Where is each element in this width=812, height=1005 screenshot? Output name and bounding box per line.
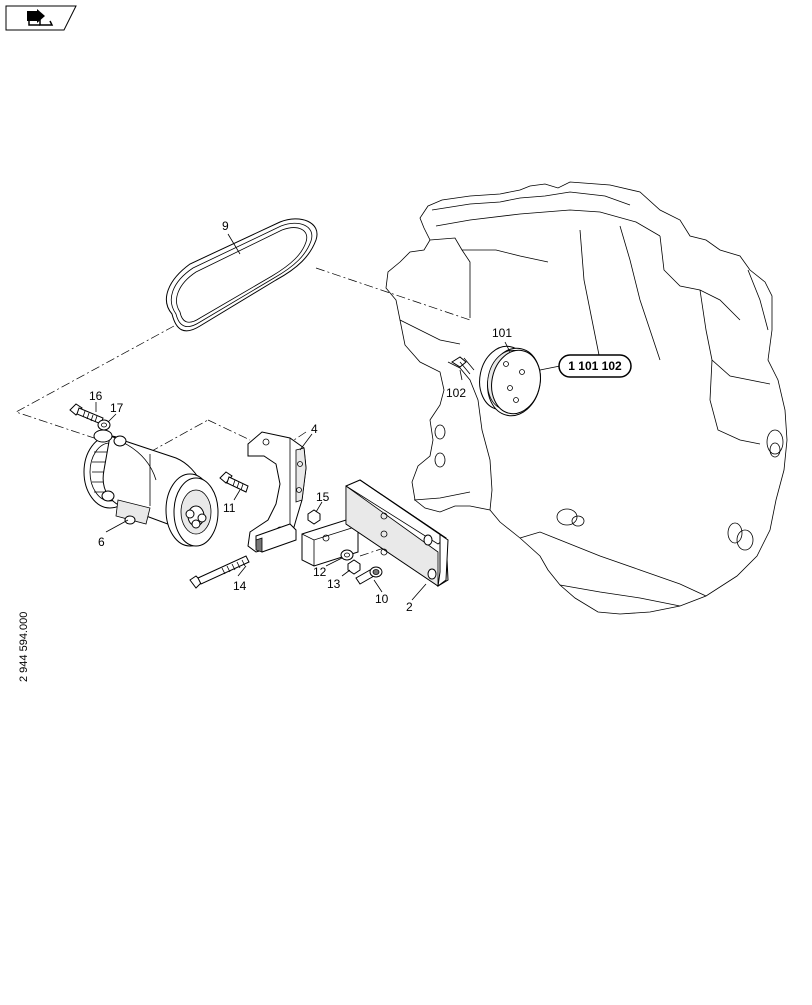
bolt-14 — [189, 555, 250, 589]
ac-compressor — [83, 429, 219, 547]
washer-12 — [340, 549, 354, 561]
drive-belt — [165, 218, 318, 332]
bolt-11 — [219, 471, 249, 493]
reference-link[interactable]: 1 101 102 — [558, 354, 632, 378]
callout-13: 13 — [327, 577, 341, 591]
callouts: 9 16 17 4 6 11 15 14 12 13 10 2 101 102 — [89, 219, 512, 614]
callout-2: 2 — [406, 600, 413, 614]
drawing-number: 2 944 594.000 — [18, 612, 30, 682]
bolt-102 — [451, 356, 475, 375]
callout-14: 14 — [233, 579, 247, 593]
callout-15: 15 — [316, 490, 330, 504]
bolt-16 — [69, 403, 104, 425]
nut-15 — [307, 509, 321, 525]
callout-16: 16 — [89, 389, 103, 403]
callout-10: 10 — [375, 592, 389, 606]
callout-11: 11 — [223, 501, 236, 515]
crankshaft-pulley — [479, 345, 541, 417]
nut-13 — [347, 559, 361, 575]
screw-10 — [355, 566, 383, 585]
arrow-into-folder-icon — [27, 9, 54, 26]
callout-9: 9 — [222, 219, 229, 233]
callout-12: 12 — [313, 565, 327, 579]
callout-101: 101 — [492, 326, 512, 340]
mounting-plate — [345, 479, 449, 588]
nav-button[interactable] — [5, 5, 77, 31]
callout-6: 6 — [98, 535, 105, 549]
callout-4: 4 — [311, 422, 318, 436]
washer-17 — [97, 419, 111, 431]
callout-17: 17 — [110, 401, 124, 415]
engine-block — [385, 181, 788, 615]
mounting-bracket — [247, 431, 307, 553]
reference-label: 1 101 102 — [568, 359, 622, 373]
leader-lines — [95, 233, 561, 601]
callout-102: 102 — [446, 386, 466, 400]
